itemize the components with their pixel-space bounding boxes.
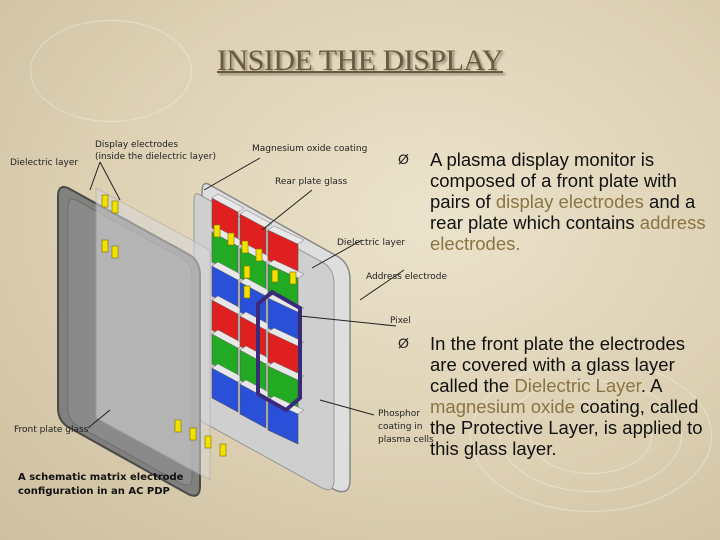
background-ripple <box>470 360 712 512</box>
bullet-text: In the front plate the electrodes are co… <box>430 333 716 459</box>
address-electrodes <box>174 265 297 457</box>
bullet-text-segment: coating, called the Protective Layer, is… <box>430 396 703 459</box>
bullet-arrow-icon: Ø <box>398 151 409 167</box>
label-magnesium-oxide: Magnesium oxide coating <box>252 144 368 154</box>
front-dielectric-layer <box>95 187 211 481</box>
label-phosphor-3: plasma cells <box>378 435 434 445</box>
bullet-arrow-icon: Ø <box>398 335 409 351</box>
bullet-text-segment: . A <box>640 375 662 396</box>
diagram-caption: A schematic matrix electrode configurati… <box>18 471 183 499</box>
label-display-electrodes: Display electrodes <box>95 140 179 150</box>
label-front-plate-glass: Front plate glass <box>14 425 89 435</box>
bullet-text-segment: In the front plate the electrodes are co… <box>430 333 686 396</box>
bullet-text-segment: A plasma display monitor is composed of … <box>430 149 677 212</box>
slide-title: INSIDE THE DISPLAY <box>216 44 504 77</box>
highlight-term: address electrodes. <box>430 212 706 254</box>
highlight-term: magnesium oxide <box>430 396 575 417</box>
highlight-term: display electrodes <box>495 191 644 212</box>
background-ripple <box>30 20 192 122</box>
label-pixel: Pixel <box>390 316 411 326</box>
bullet-text-segment: and a rear plate which contains <box>430 191 696 233</box>
diagram-caption-line-1: A schematic matrix electrode <box>18 472 184 483</box>
label-rear-plate-glass: Rear plate glass <box>275 177 348 187</box>
cell-rib <box>267 361 305 381</box>
bullet-text: A plasma display monitor is composed of … <box>430 149 716 254</box>
cell-rib <box>211 193 245 213</box>
label-display-electrodes-sub: (inside the dielectric layer) <box>95 152 217 162</box>
cell-rib <box>267 327 305 347</box>
cell-rib <box>267 293 305 313</box>
pixel-outline <box>256 289 302 413</box>
diagram-caption-line-2: configuration in an AC PDP <box>18 486 170 497</box>
label-phosphor: Phosphor <box>378 409 420 419</box>
highlight-term: Dielectric Layer <box>514 375 641 396</box>
label-address-electrode: Address electrode <box>366 272 448 282</box>
label-phosphor-2: coating in <box>378 422 423 432</box>
label-dielectric-layer-left: Dielectric layer <box>10 158 79 168</box>
cell-rib <box>239 209 273 229</box>
label-dielectric-layer-right: Dielectric layer <box>337 238 406 248</box>
background-ripple <box>500 380 682 492</box>
display-electrodes <box>101 194 263 262</box>
background-ripple <box>530 400 652 474</box>
cell-rib <box>267 225 305 245</box>
